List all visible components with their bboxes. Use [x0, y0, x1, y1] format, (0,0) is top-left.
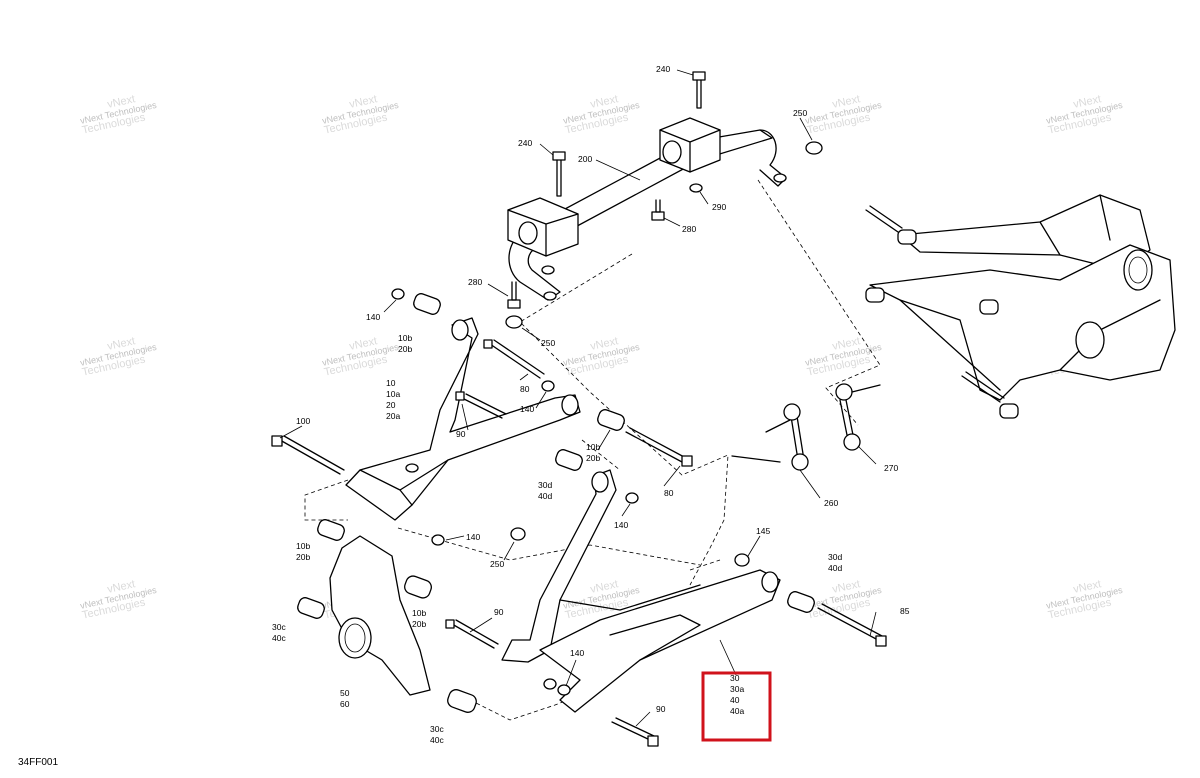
watermark-line1: vNext	[1072, 578, 1102, 596]
watermark: vNext vNext Technologies Technologies	[321, 335, 400, 378]
callout-250-low: 250	[490, 559, 504, 569]
watermark-line1: vNext	[589, 578, 619, 596]
callout-10b-c: 10b	[296, 541, 310, 551]
watermark: vNext vNext Technologies Technologies	[79, 578, 158, 621]
watermark: vNext vNext Technologies Technologies	[804, 93, 883, 136]
watermark: vNext vNext Technologies Technologies	[79, 93, 158, 136]
watermark: vNext vNext Technologies Technologies	[79, 335, 158, 378]
callout-140-b: 140	[520, 404, 534, 414]
callout-20a: 20a	[386, 411, 400, 421]
callout-40c-a: 40c	[272, 633, 286, 643]
callout-40c-b: 40c	[430, 735, 444, 745]
watermark: vNext vNext Technologies Technologies	[804, 335, 883, 378]
watermark-line1: vNext	[106, 93, 136, 111]
callout-20b-d: 20b	[412, 619, 426, 629]
watermark-line1: vNext	[589, 335, 619, 353]
callout-240-top: 240	[656, 64, 670, 74]
watermark: vNext vNext Technologies Technologies	[321, 93, 400, 136]
callout-20b-a: 20b	[398, 344, 412, 354]
callout-140-a: 140	[366, 312, 380, 322]
callout-140-e: 140	[570, 648, 584, 658]
watermark: vNext vNext Technologies Technologies	[804, 578, 883, 621]
callout-50: 50	[340, 688, 350, 698]
stabilizer-links	[731, 383, 881, 471]
callout-90-mid: 90	[494, 607, 504, 617]
callout-40d-a: 40d	[538, 491, 552, 501]
callout-10a: 10a	[386, 389, 400, 399]
callout-10: 10	[386, 378, 396, 388]
knuckle	[297, 535, 477, 713]
callout-280-left: 280	[468, 277, 482, 287]
watermark-line1: vNext	[106, 335, 136, 353]
callout-90-upper: 90	[456, 429, 466, 439]
callout-30c-a: 30c	[272, 622, 286, 632]
callout-20: 20	[386, 400, 396, 410]
callout-200: 200	[578, 154, 592, 164]
callout-280-right: 280	[682, 224, 696, 234]
upper-a-arm	[271, 288, 693, 546]
watermark-line1: vNext	[1072, 93, 1102, 111]
callout-40d-b: 40d	[828, 563, 842, 573]
callout-30d-a: 30d	[538, 480, 552, 490]
callout-140-d: 140	[466, 532, 480, 542]
callout-140-c: 140	[614, 520, 628, 530]
assembled-suspension	[865, 194, 1176, 419]
callout-90-low: 90	[656, 704, 666, 714]
callout-240-left: 240	[518, 138, 532, 148]
callout-20b-b: 20b	[586, 453, 600, 463]
callout-labels: 240 240 200 250 290 280 280 250 140 10b …	[272, 64, 910, 745]
watermark-line1: vNext	[589, 93, 619, 111]
callout-270: 270	[884, 463, 898, 473]
watermark-line1: vNext	[106, 578, 136, 596]
figure-reference-code: 34FF001	[18, 757, 58, 768]
callout-30a: 30a	[730, 684, 744, 694]
callout-250-mid: 250	[541, 338, 555, 348]
callout-30d-b: 30d	[828, 552, 842, 562]
stabilizer-bar	[505, 71, 823, 329]
callout-10b-b: 10b	[586, 442, 600, 452]
callout-30c-b: 30c	[430, 724, 444, 734]
callout-290: 290	[712, 202, 726, 212]
watermark-line1: vNext	[831, 578, 861, 596]
callout-20b-c: 20b	[296, 552, 310, 562]
watermarks: vNext vNext Technologies Technologies vN…	[79, 93, 1124, 621]
callout-10b-d: 10b	[412, 608, 426, 618]
watermark: vNext vNext Technologies Technologies	[1045, 93, 1124, 136]
callout-30: 30	[730, 673, 740, 683]
callout-145: 145	[756, 526, 770, 536]
callout-10b-a: 10b	[398, 333, 412, 343]
watermark-line1: vNext	[831, 93, 861, 111]
callout-250-top: 250	[793, 108, 807, 118]
watermark: vNext vNext Technologies Technologies	[562, 335, 641, 378]
leader-lines	[279, 69, 877, 727]
watermark: vNext vNext Technologies Technologies	[1045, 578, 1124, 621]
callout-80-lower: 80	[664, 488, 674, 498]
highlight-box	[701, 671, 772, 742]
lower-a-arm	[445, 469, 887, 747]
callout-80-upper: 80	[520, 384, 530, 394]
callout-40a: 40a	[730, 706, 744, 716]
watermark-line1: vNext	[348, 93, 378, 111]
callout-100: 100	[296, 416, 310, 426]
watermark-line1: vNext	[348, 335, 378, 353]
callout-40: 40	[730, 695, 740, 705]
watermark-line1: vNext	[831, 335, 861, 353]
callout-85: 85	[900, 606, 910, 616]
callout-60: 60	[340, 699, 350, 709]
watermark: vNext vNext Technologies Technologies	[562, 93, 641, 136]
callout-260: 260	[824, 498, 838, 508]
